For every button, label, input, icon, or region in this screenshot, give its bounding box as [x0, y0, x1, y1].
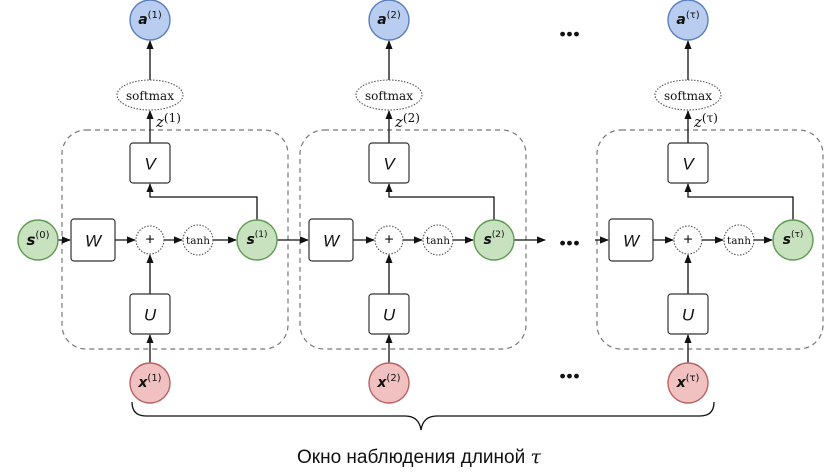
input-label-3-sup: (τ) — [686, 373, 700, 384]
z-label-2-sup: (2) — [403, 111, 420, 125]
initial-state-label-base: s — [26, 231, 35, 249]
ellipsis-bottom: ••• — [560, 367, 581, 386]
output-label-2: a(2) — [377, 10, 401, 29]
state-label-3-sup: (τ) — [791, 230, 803, 240]
W-label-1: W — [85, 232, 103, 251]
initial-state-label: s(0) — [26, 230, 49, 250]
plus-label-3: + — [683, 232, 692, 249]
state-label-2: s(2) — [483, 230, 504, 248]
window-brace — [131, 401, 715, 431]
U-label-2: U — [383, 306, 396, 325]
W-box-2 — [308, 218, 354, 262]
output-label-3-sup: (τ) — [686, 10, 700, 21]
caption-symbol: τ — [531, 446, 542, 468]
output-label-3-base: a — [676, 12, 685, 28]
input-node-1 — [129, 362, 171, 404]
state-label-1: s(1) — [246, 230, 267, 248]
state-node-3 — [772, 219, 814, 261]
caption-text: Окно наблюдения длиной — [297, 447, 531, 468]
input-label-1: x(1) — [137, 373, 161, 392]
output-label-2-sup: (2) — [387, 10, 401, 21]
arrow-state-to-V-1 — [146, 183, 258, 220]
V-label-1: V — [144, 155, 157, 174]
plus-label-1: + — [145, 232, 154, 249]
input-label-2-sup: (2) — [386, 373, 400, 384]
tanh-node-3 — [723, 224, 755, 256]
z-label-1-base: z — [155, 113, 164, 131]
W-label-3: W — [623, 232, 641, 251]
softmax-label-2: softmax — [365, 89, 413, 103]
z-label-3: z(τ) — [693, 111, 718, 131]
input-label-3-base: x — [676, 375, 687, 391]
input-label-1-base: x — [137, 375, 148, 391]
W-label-2: W — [323, 232, 341, 251]
U-label-3: U — [682, 306, 695, 325]
tanh-label-3: tanh — [727, 235, 751, 247]
ellipsis-top: ••• — [560, 25, 581, 44]
plus-node-3 — [673, 225, 703, 255]
V-box-1 — [129, 142, 171, 184]
output-label-3: a(τ) — [676, 10, 699, 29]
input-label-2: x(2) — [376, 373, 400, 392]
z-label-1-sup: (1) — [164, 111, 181, 125]
caption: Окно наблюдения длиной τ — [297, 446, 542, 468]
tanh-node-2 — [422, 224, 454, 256]
softmax-label-3: softmax — [664, 89, 712, 103]
z-label-3-base: z — [693, 113, 702, 131]
state-label-3-base: s — [783, 232, 791, 248]
V-box-2 — [368, 142, 410, 184]
initial-state-node — [17, 219, 59, 261]
output-node-2 — [368, 0, 410, 41]
state-label-2-base: s — [483, 232, 491, 248]
V-label-2: V — [383, 155, 396, 174]
output-node-1 — [129, 0, 171, 41]
initial-state-label-sup: (0) — [35, 230, 49, 241]
softmax-node-1 — [116, 79, 184, 111]
output-node-3 — [667, 0, 709, 41]
state-node-2 — [473, 219, 515, 261]
softmax-node-2 — [355, 79, 423, 111]
state-label-2-sup: (2) — [492, 230, 505, 240]
input-node-2 — [368, 362, 410, 404]
arrow-state-to-V-3 — [684, 183, 794, 220]
U-box-3 — [667, 293, 709, 335]
output-label-1-sup: (1) — [148, 10, 162, 21]
input-label-1-sup: (1) — [147, 373, 161, 384]
state-node-1 — [236, 219, 278, 261]
V-label-3: V — [682, 155, 695, 174]
plus-node-2 — [374, 225, 404, 255]
output-label-2-base: a — [377, 12, 386, 28]
state-label-3: s(τ) — [783, 230, 804, 248]
output-label-1: a(1) — [138, 10, 162, 29]
output-label-1-base: a — [138, 12, 147, 28]
arrow-state-to-V-2 — [385, 183, 495, 220]
z-label-2: z(2) — [394, 111, 420, 131]
plus-node-1 — [135, 225, 165, 255]
W-box-1 — [70, 218, 116, 262]
V-box-3 — [667, 142, 709, 184]
softmax-label-1: softmax — [126, 89, 174, 103]
U-label-1: U — [144, 306, 157, 325]
tanh-label-1: tanh — [186, 235, 210, 247]
plus-label-2: + — [384, 232, 393, 249]
ellipsis-middle: ••• — [560, 234, 581, 253]
input-label-2-base: x — [376, 375, 387, 391]
z-label-1: z(1) — [155, 111, 181, 131]
z-label-3-sup: (τ) — [702, 111, 718, 125]
tanh-node-1 — [182, 224, 214, 256]
tanh-label-2: tanh — [426, 235, 450, 247]
input-node-3 — [667, 362, 709, 404]
state-label-1-base: s — [246, 232, 254, 248]
W-box-3 — [608, 218, 654, 262]
z-label-2-base: z — [394, 113, 403, 131]
softmax-node-3 — [654, 79, 722, 111]
state-label-1-sup: (1) — [255, 230, 268, 240]
U-box-1 — [129, 293, 171, 335]
U-box-2 — [368, 293, 410, 335]
input-label-3: x(τ) — [676, 373, 700, 392]
